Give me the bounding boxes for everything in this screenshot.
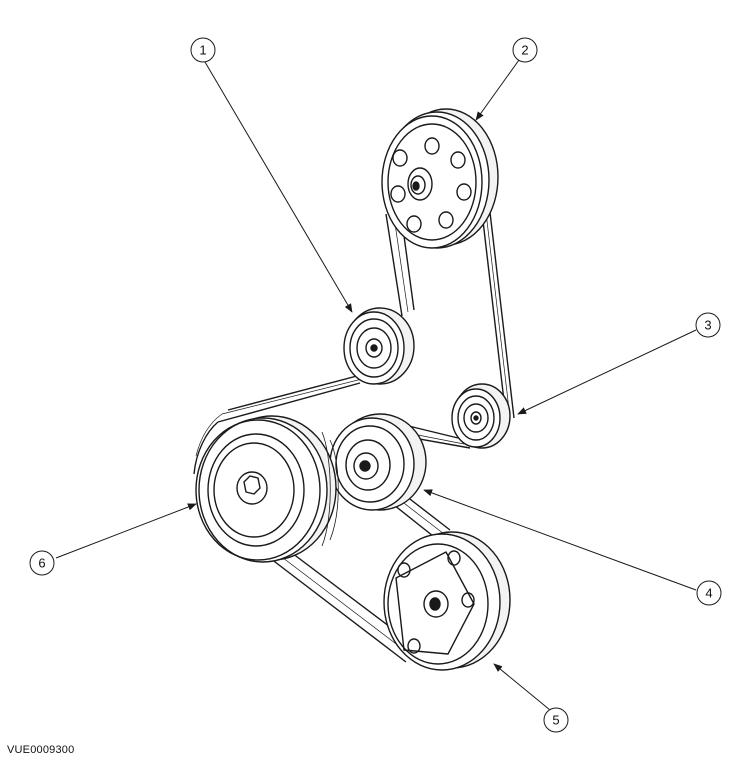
leader-line-6 bbox=[55, 503, 197, 559]
callout-5-label: 5 bbox=[552, 713, 559, 728]
callout-1: 1 bbox=[190, 37, 216, 63]
leader-line-4 bbox=[423, 489, 697, 591]
callout-6: 6 bbox=[29, 550, 55, 576]
leader-line-2 bbox=[475, 59, 520, 121]
leader-line-1 bbox=[204, 61, 353, 313]
callout-6-label: 6 bbox=[38, 556, 45, 571]
leader-line-5 bbox=[493, 663, 551, 711]
pulley-3-tensioner bbox=[451, 383, 511, 449]
leader-line-3 bbox=[517, 329, 697, 415]
callout-3: 3 bbox=[695, 312, 721, 338]
pulley-2-large bbox=[381, 108, 499, 249]
callout-2-label: 2 bbox=[521, 43, 528, 58]
leader-lines bbox=[55, 59, 697, 711]
pulley-4 bbox=[329, 413, 427, 511]
callout-3-label: 3 bbox=[704, 318, 711, 333]
pulley-5-ac bbox=[383, 531, 511, 671]
document-id: VUE0009300 bbox=[7, 744, 75, 756]
callout-2: 2 bbox=[512, 37, 538, 63]
callout-1-label: 1 bbox=[199, 43, 206, 58]
pulley-6-crankshaft bbox=[195, 415, 339, 563]
callout-4: 4 bbox=[696, 580, 722, 606]
callout-5: 5 bbox=[543, 707, 569, 733]
pulley-1-idler bbox=[343, 307, 415, 385]
callout-4-label: 4 bbox=[705, 586, 712, 601]
